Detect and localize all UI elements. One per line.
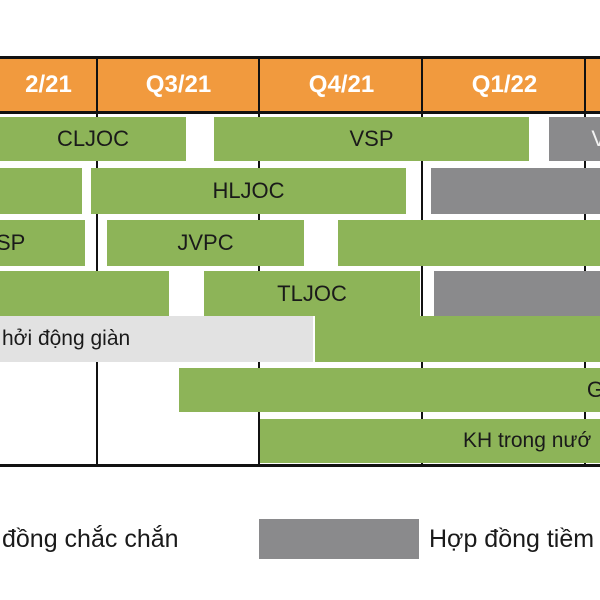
bar-domestic-plan: KH trong nướ (260, 419, 600, 463)
bar-row4-potential (434, 271, 600, 316)
bar-row6: G (179, 368, 600, 412)
quarter-label-q3-21: Q3/21 (145, 70, 212, 98)
legend-confirmed-label: đồng chắc chắn (2, 525, 179, 553)
bar-vsp-row3: SP (0, 220, 85, 266)
bar-vsp-potential: V (549, 117, 600, 161)
bar-label: hởi động giàn (2, 327, 131, 350)
quarter-label-q2-21: 2/21 (25, 70, 72, 98)
bar-label: V (591, 126, 600, 151)
bar-row4-start (0, 271, 169, 316)
bar-label: JVPC (177, 230, 234, 255)
bar-hljoc: HLJOC (91, 168, 406, 214)
quarter-label-q1-22: Q1/22 (471, 70, 538, 98)
bar-rig-startup: hởi động giàn (0, 316, 313, 362)
header-top-line (0, 56, 600, 59)
bar-label: VSP (349, 126, 394, 151)
bar-label: G (586, 377, 600, 402)
bar-row5-right (315, 316, 600, 362)
bar-label: SP (0, 230, 26, 255)
bar-label: KH trong nướ (463, 429, 592, 452)
bar-label: TLJOC (277, 280, 347, 306)
bar-label: HLJOC (212, 178, 285, 203)
quarter-header (0, 57, 600, 112)
bar-vsp: VSP (214, 117, 529, 161)
bar-cljoc: CLJOC (0, 117, 186, 161)
legend-potential-label: Hợp đồng tiềm (429, 525, 595, 553)
quarter-divider-1 (96, 56, 98, 467)
bar-row2-start (0, 168, 82, 214)
bar-row3-right (338, 220, 600, 266)
bar-tljoc: TLJOC (204, 271, 420, 316)
quarter-label-q4-21: Q4/21 (308, 70, 375, 98)
chart-bottom-line (0, 464, 600, 467)
bar-label: CLJOC (56, 126, 130, 151)
legend-potential-swatch (259, 519, 419, 559)
bar-row2-potential (431, 168, 600, 214)
header-bottom-line (0, 111, 600, 114)
quarter-label-next (586, 57, 600, 112)
bar-jvpc: JVPC (107, 220, 304, 266)
